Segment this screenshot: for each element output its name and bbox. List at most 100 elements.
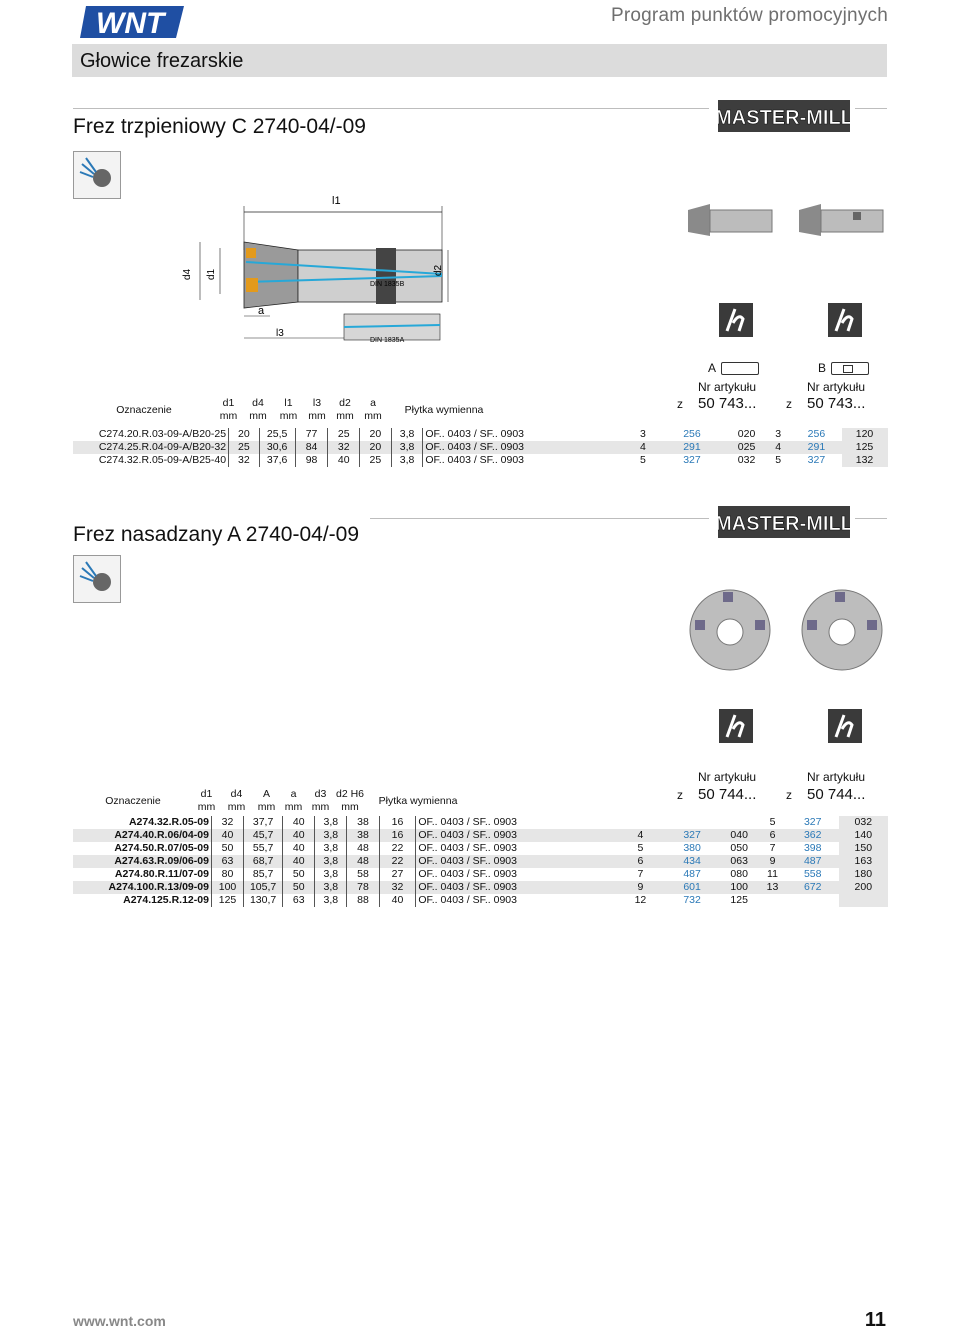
cell-d1: 63 <box>210 855 244 868</box>
z-label-b: z <box>786 397 792 411</box>
footer-url[interactable]: www.wnt.com <box>73 1313 166 1329</box>
cell-plytka: OF.. 0403 / SF.. 0903 <box>422 428 630 441</box>
cell-art-a-end: 100 <box>730 881 748 893</box>
cell-z-a: 7 <box>637 868 644 880</box>
cell-d4: 37,6 <box>258 454 296 467</box>
unit-mm: mm <box>284 801 303 813</box>
cell-art-b-end: 180 <box>839 868 888 881</box>
section2-rule <box>370 518 709 519</box>
cell-A: 40 <box>282 842 315 855</box>
cell-z-a: 5 <box>639 454 646 466</box>
cell-A: 50 <box>282 881 315 894</box>
cell-art-b-end: 032 <box>839 816 888 829</box>
cell-A: 40 <box>282 816 315 829</box>
cell-d2: 16 <box>378 816 416 829</box>
cell-d3: 38 <box>346 816 380 829</box>
prefix-d: 50 744... <box>807 786 866 803</box>
cell-art-b-mid: 487 <box>803 855 822 867</box>
milling-application-icon-2 <box>73 555 121 603</box>
cell-z-a: 6 <box>637 855 644 867</box>
cell-l3: 32 <box>327 441 360 454</box>
cell-art-b-mid: 672 <box>803 881 822 893</box>
cell-l1: 84 <box>294 441 328 454</box>
unit-mm: mm <box>279 410 298 422</box>
cell-art-a-mid: 256 <box>683 428 701 440</box>
cell-plytka: OF.. 0403 / SF.. 0903 <box>415 881 617 894</box>
unit-mm: mm <box>308 410 326 422</box>
shank-cutter-drawing: l1 d4 d1 d2 a l3 DIN 1835B DIN 1835A <box>182 195 449 344</box>
face-mill-photo-a <box>689 589 771 671</box>
cell-l1: 77 <box>294 428 328 441</box>
unit-mm: mm <box>341 801 359 813</box>
col-l3: l3 <box>312 397 322 409</box>
col-d2-h6: d2 H6 <box>336 788 365 800</box>
product-photo-b <box>799 204 884 236</box>
cell-a: 3,8 <box>314 868 347 881</box>
cell-d1: 25 <box>228 441 260 454</box>
cell-art-b-mid: 362 <box>803 829 822 841</box>
col-A: A <box>262 788 270 800</box>
cell-art-b-mid <box>786 894 839 907</box>
label-l1: l1 <box>332 195 341 207</box>
cell-d1: 125 <box>210 894 244 907</box>
cell-oznaczenie: C274.25.R.04-09-A/B20-32 <box>98 441 227 453</box>
product-photo-a <box>688 204 773 236</box>
nr-artykulu-b: Nr artykułu <box>807 380 866 394</box>
variant-b-label: B <box>818 361 827 375</box>
cell-d2: 25 <box>359 454 392 467</box>
unit-mm: mm <box>364 410 382 422</box>
cell-art-a-end: 125 <box>730 894 748 906</box>
cell-art-a-mid: 327 <box>683 829 701 841</box>
cell-art-a-end: 040 <box>730 829 748 841</box>
milling-application-icon <box>73 151 121 199</box>
cell-d4: 68,7 <box>243 855 283 868</box>
cell-d3: 48 <box>346 842 380 855</box>
cell-d3: 58 <box>346 868 380 881</box>
variant-a-label: A <box>708 361 717 375</box>
prefix-c: 50 744... <box>698 786 757 803</box>
cell-oznaczenie: A274.32.R.05-09 <box>128 816 209 828</box>
label-d2: d2 <box>433 264 444 276</box>
cell-d4: 25,5 <box>258 428 296 441</box>
cell-art-b-mid: 558 <box>803 868 822 880</box>
cell-art-b-mid: 398 <box>803 842 822 854</box>
cell-d1: 50 <box>210 842 244 855</box>
cell-art-a-mid: 434 <box>683 855 701 867</box>
col-d1-2: d1 <box>200 788 213 800</box>
category-title: Głowice frezarskie <box>80 50 244 72</box>
cell-art-b-mid: 327 <box>807 454 826 466</box>
col-d3: d3 <box>314 788 327 800</box>
col-oznaczenie: Oznaczenie <box>116 403 172 416</box>
cell-art-b-mid: 256 <box>807 428 826 440</box>
col-d4: d4 <box>252 397 264 409</box>
h-tolerance-icon-d <box>828 709 862 743</box>
svg-text:WNT: WNT <box>96 7 167 40</box>
cell-art-a-end <box>720 816 759 829</box>
col-d2: d2 <box>339 397 351 409</box>
cell-art-a-mid: 380 <box>683 842 701 854</box>
cell-art-b-end: 140 <box>839 829 888 842</box>
cell-z-a <box>616 816 664 829</box>
cell-d2: 40 <box>378 894 416 907</box>
cell-art-b-mid: 327 <box>803 816 822 828</box>
cell-A: 63 <box>282 894 315 907</box>
cell-a: 3,8 <box>390 441 423 454</box>
cell-a: 3,8 <box>314 855 347 868</box>
cell-art-a-end: 063 <box>730 855 748 867</box>
cell-art-a-end: 020 <box>737 428 756 440</box>
master-mill-logo: MASTER-MILL <box>718 100 850 132</box>
cell-z-b <box>759 894 787 907</box>
cell-d1: 20 <box>228 428 260 441</box>
cell-plytka: OF.. 0403 / SF.. 0903 <box>422 441 630 454</box>
cell-d3: 78 <box>346 881 380 894</box>
cell-z-b: 5 <box>775 454 782 466</box>
cell-plytka: OF.. 0403 / SF.. 0903 <box>422 454 630 467</box>
cell-oznaczenie: C274.32.R.05-09-A/B25-40 <box>98 454 227 466</box>
cell-z-b: 6 <box>769 829 776 841</box>
col-a: a <box>370 397 376 409</box>
cell-d1: 32 <box>228 454 260 467</box>
